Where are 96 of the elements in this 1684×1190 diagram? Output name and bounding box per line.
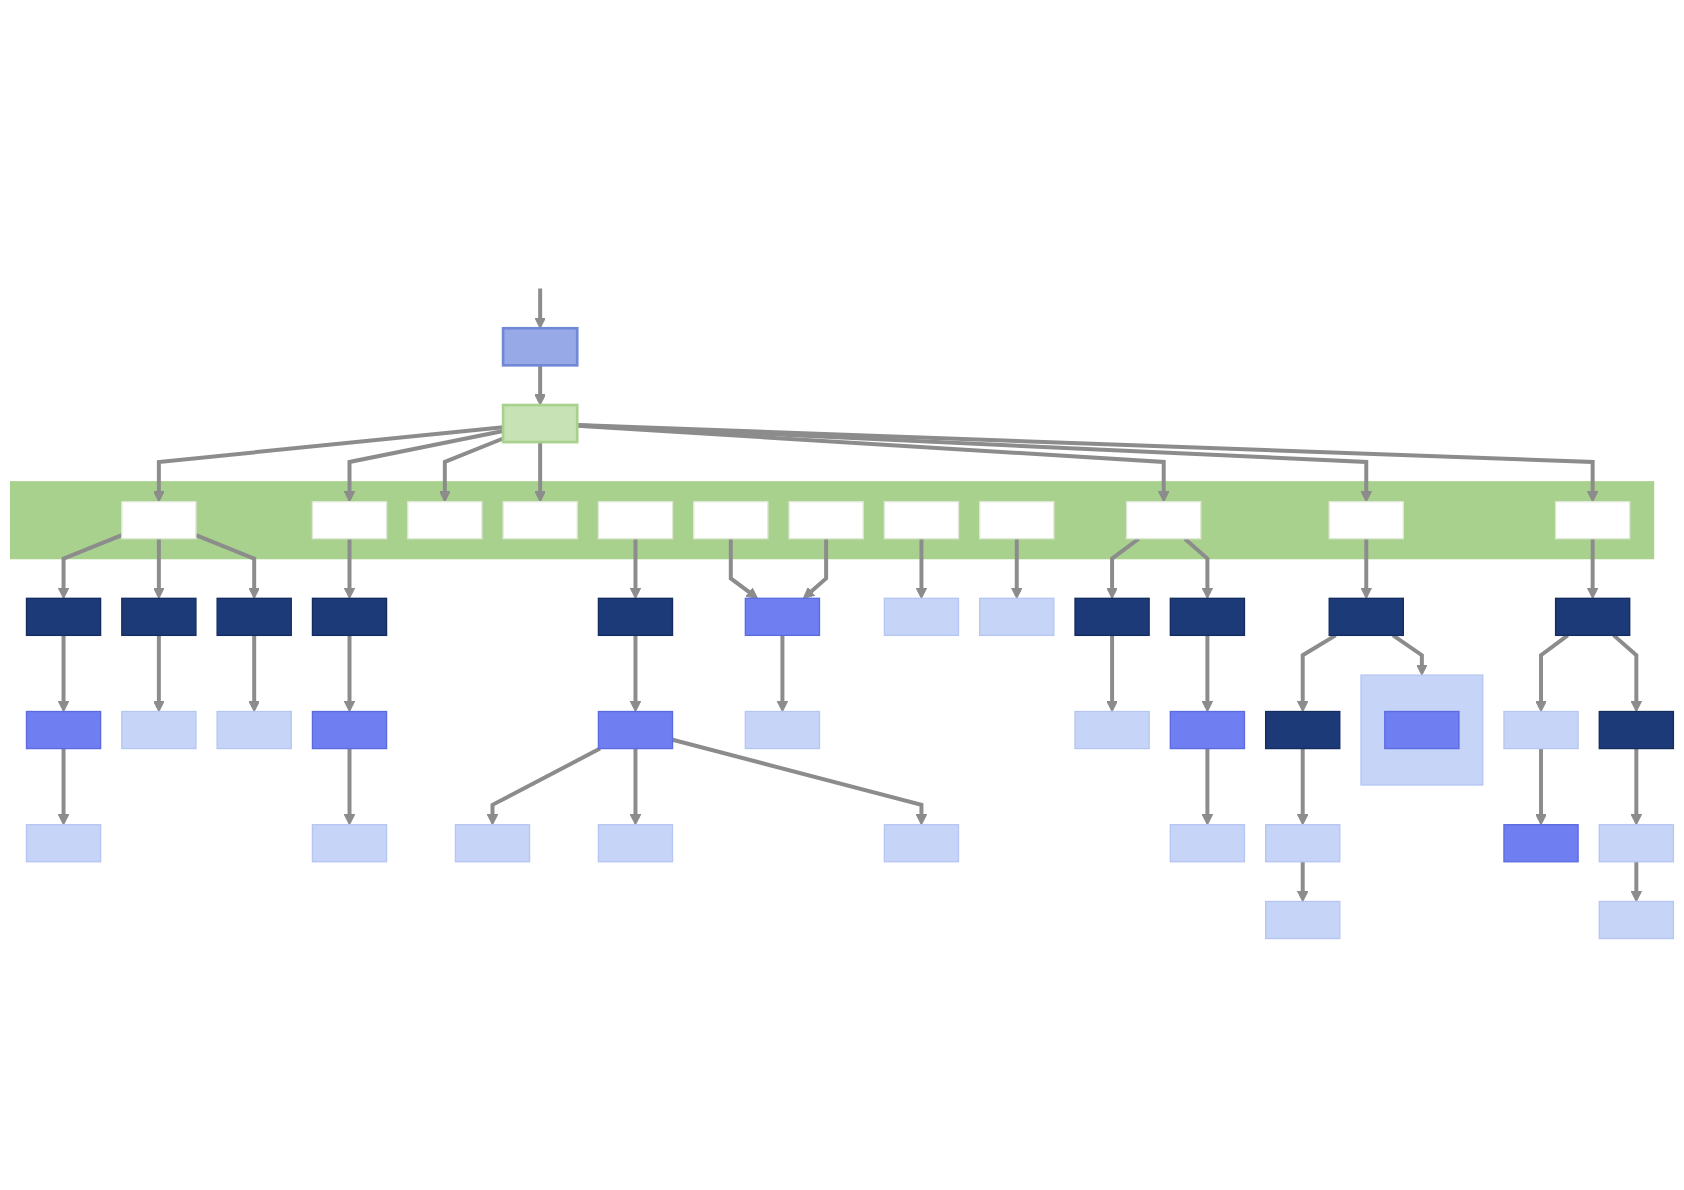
node-box bbox=[1265, 824, 1341, 863]
arrow bbox=[534, 365, 546, 406]
arrow bbox=[534, 288, 546, 329]
node-box bbox=[25, 824, 102, 863]
arrow bbox=[1360, 538, 1373, 599]
node-box bbox=[1503, 710, 1579, 750]
node-box bbox=[883, 597, 960, 637]
arrow bbox=[1106, 537, 1140, 599]
arrow bbox=[776, 635, 789, 713]
node-box bbox=[597, 710, 674, 750]
arrow bbox=[486, 746, 601, 826]
node-box bbox=[121, 501, 197, 540]
node-box bbox=[1554, 597, 1631, 637]
arrow bbox=[1201, 635, 1214, 713]
arrow bbox=[195, 533, 260, 599]
node-box bbox=[1384, 710, 1460, 750]
arrow bbox=[1392, 633, 1428, 676]
arrow bbox=[1612, 633, 1643, 713]
arrow bbox=[577, 423, 1170, 503]
node-box bbox=[311, 710, 388, 750]
arrow bbox=[629, 538, 642, 599]
node-box bbox=[407, 501, 483, 540]
arrow bbox=[153, 538, 165, 599]
node-box bbox=[502, 501, 578, 540]
cluster bbox=[9, 481, 1655, 560]
arrow bbox=[629, 748, 642, 826]
node-box bbox=[883, 501, 960, 540]
node-box bbox=[1598, 710, 1675, 750]
node-box bbox=[1328, 597, 1404, 637]
arrow bbox=[153, 635, 165, 713]
node-box bbox=[1598, 900, 1675, 940]
node-box bbox=[1554, 501, 1631, 540]
node-box bbox=[693, 501, 769, 540]
arrow bbox=[439, 436, 504, 503]
node-box bbox=[311, 824, 388, 863]
node-box bbox=[121, 597, 197, 637]
node-box bbox=[788, 501, 864, 540]
node-box bbox=[1598, 824, 1675, 863]
node-box bbox=[744, 597, 821, 637]
node-box bbox=[311, 501, 388, 540]
arrow bbox=[1296, 633, 1337, 713]
arrow bbox=[1296, 861, 1309, 902]
cluster bbox=[1360, 674, 1484, 786]
node-box bbox=[1074, 597, 1150, 637]
node-box bbox=[979, 501, 1055, 540]
arrow bbox=[1201, 748, 1214, 826]
node-box bbox=[1328, 501, 1404, 540]
node-box bbox=[311, 597, 388, 637]
node-box bbox=[501, 403, 579, 444]
arrow bbox=[629, 635, 642, 713]
arrow bbox=[153, 425, 504, 503]
arrow bbox=[1630, 748, 1643, 826]
arrow bbox=[57, 748, 70, 826]
node-box bbox=[1074, 710, 1150, 750]
node-box bbox=[25, 710, 102, 750]
arrow bbox=[728, 538, 759, 599]
arrow bbox=[343, 538, 356, 599]
arrow bbox=[1106, 635, 1118, 713]
arrow bbox=[1296, 748, 1309, 826]
arrow bbox=[343, 635, 356, 713]
node-box bbox=[25, 597, 102, 637]
node-box bbox=[216, 597, 292, 637]
node-box bbox=[744, 710, 821, 750]
node-box bbox=[216, 710, 292, 750]
arrow bbox=[1535, 633, 1569, 713]
arrow bbox=[343, 748, 356, 826]
node-box bbox=[1503, 824, 1579, 863]
arrow bbox=[577, 423, 1373, 503]
node-box bbox=[1126, 501, 1202, 540]
node-box bbox=[1169, 824, 1246, 863]
node-box bbox=[883, 824, 960, 863]
arrow bbox=[1183, 537, 1214, 599]
arrow bbox=[57, 533, 123, 599]
arrow bbox=[1586, 538, 1599, 599]
arrow bbox=[534, 442, 546, 503]
arrow bbox=[1010, 538, 1023, 599]
node-box bbox=[1169, 597, 1246, 637]
node-box bbox=[1265, 710, 1341, 750]
arrow bbox=[1535, 748, 1547, 826]
node-box bbox=[597, 597, 674, 637]
node-box bbox=[454, 824, 531, 863]
node-box bbox=[501, 326, 579, 367]
node-box bbox=[597, 824, 674, 863]
node-box bbox=[597, 501, 674, 540]
arrow bbox=[803, 538, 829, 599]
arrow bbox=[343, 429, 504, 503]
node-box bbox=[979, 597, 1055, 637]
arrow bbox=[915, 538, 928, 599]
arrow bbox=[248, 635, 260, 713]
arrow bbox=[1630, 861, 1643, 902]
arrow bbox=[57, 635, 70, 713]
node-box bbox=[121, 710, 197, 750]
node-box bbox=[1169, 710, 1246, 750]
arrow bbox=[577, 422, 1599, 503]
node-box bbox=[1265, 900, 1341, 940]
arrow bbox=[672, 737, 928, 826]
